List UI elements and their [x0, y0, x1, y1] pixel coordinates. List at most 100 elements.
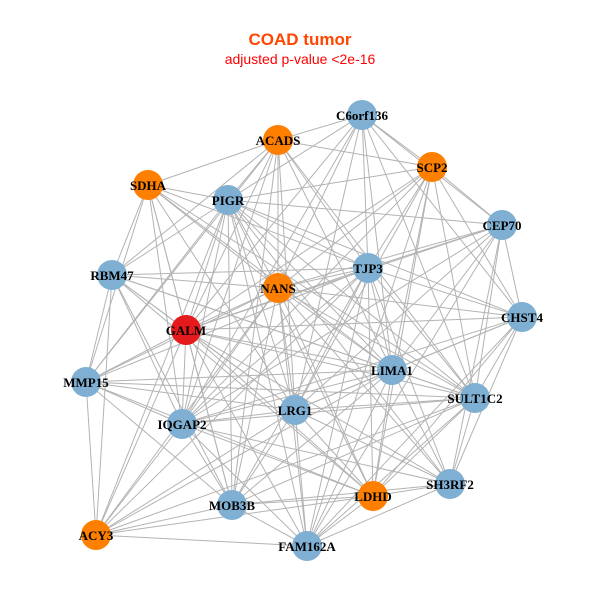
node-circle — [460, 383, 490, 413]
edge-galm-acy3 — [95, 329, 187, 536]
edge-chst4-sult1c2 — [474, 316, 523, 399]
edge-tjp3-lrg1 — [294, 267, 369, 411]
edge-pigr-rbm47 — [111, 199, 229, 276]
edge-galm-iqgap2 — [181, 329, 187, 425]
edge-sdha-iqgap2 — [147, 184, 183, 425]
node-acy3: ACY3 — [79, 520, 114, 550]
node-acads: ACADS — [256, 125, 301, 155]
node-label: SULT1C2 — [447, 391, 502, 406]
edge-iqgap2-sh3rf2 — [181, 423, 451, 485]
edge-scp2-cep70 — [431, 166, 503, 226]
edge-lima1-iqgap2 — [181, 369, 393, 425]
edge-ldhd-mob3b — [231, 495, 374, 506]
node-circle — [71, 367, 101, 397]
node-chst4: CHST4 — [501, 302, 543, 332]
chart-title: COAD tumor — [248, 30, 352, 49]
node-circle — [263, 273, 293, 303]
edge-rbm47-ldhd — [111, 274, 374, 497]
edge-lrg1-mob3b — [231, 409, 296, 506]
edge-acads-scp2 — [277, 139, 433, 168]
edge-sh3rf2-mob3b — [231, 483, 451, 506]
edge-rbm47-nans — [111, 274, 279, 289]
edge-cep70-lrg1 — [294, 224, 503, 411]
node-circle — [292, 531, 322, 561]
node-circle — [167, 409, 197, 439]
node-sdha: SDHA — [130, 170, 167, 200]
edge-chst4-iqgap2 — [181, 316, 523, 425]
edge-lima1-ldhd — [372, 369, 393, 497]
edge-cep70-nans — [277, 224, 503, 289]
edge-galm-lrg1 — [185, 329, 296, 411]
edge-iqgap2-ldhd — [181, 423, 374, 497]
edge-rbm47-mob3b — [111, 274, 233, 506]
edge-sult1c2-mob3b — [231, 397, 476, 506]
edge-tjp3-sult1c2 — [367, 267, 476, 399]
edge-galm-sult1c2 — [185, 329, 476, 399]
edge-nans-mob3b — [231, 287, 279, 506]
edge-pigr-cep70 — [227, 199, 503, 226]
node-label: LIMA1 — [371, 363, 413, 378]
node-ldhd: LDHD — [354, 481, 392, 511]
edge-tjp3-iqgap2 — [181, 267, 369, 425]
edge-scp2-nans — [277, 166, 433, 289]
edge-cep70-sult1c2 — [474, 224, 503, 399]
node-circle — [280, 395, 310, 425]
edge-iqgap2-acy3 — [95, 423, 183, 536]
edge-tjp3-nans — [277, 267, 369, 289]
edge-scp2-tjp3 — [367, 166, 433, 269]
edge-cep70-chst4 — [501, 224, 523, 318]
node-circle — [487, 210, 517, 240]
node-cep70: CEP70 — [483, 210, 522, 240]
edge-acads-tjp3 — [277, 139, 369, 269]
node-c6orf136: C6orf136 — [336, 100, 388, 130]
edge-c6orf136-chst4 — [361, 114, 523, 318]
node-label: TJP3 — [353, 261, 383, 276]
node-circle — [347, 100, 377, 130]
edge-c6orf136-iqgap2 — [181, 114, 363, 425]
edge-acads-galm — [185, 139, 279, 331]
edge-iqgap2-mob3b — [181, 423, 233, 506]
edge-pigr-sult1c2 — [227, 199, 476, 399]
edge-pigr-sh3rf2 — [227, 199, 451, 485]
edge-chst4-fam162a — [306, 316, 523, 547]
edge-lima1-mmp15 — [85, 369, 393, 383]
node-label: FAM162A — [278, 539, 336, 554]
edge-mmp15-sult1c2 — [85, 381, 476, 399]
node-circle — [435, 469, 465, 499]
edge-sult1c2-ldhd — [372, 397, 476, 497]
node-label: RBM47 — [90, 268, 134, 283]
edge-tjp3-chst4 — [367, 267, 523, 318]
edge-lrg1-sh3rf2 — [294, 409, 451, 485]
node-label: ACY3 — [79, 528, 114, 543]
edge-nans-lima1 — [277, 287, 393, 371]
edge-lima1-lrg1 — [294, 369, 393, 411]
edge-tjp3-mmp15 — [85, 267, 369, 383]
node-label: SH3RF2 — [426, 477, 474, 492]
node-label: MMP15 — [63, 375, 109, 390]
edge-pigr-nans — [227, 199, 279, 289]
node-pigr: PIGR — [212, 185, 245, 215]
edge-sh3rf2-fam162a — [306, 483, 451, 547]
node-label: ACADS — [256, 133, 301, 148]
node-label: CHST4 — [501, 310, 543, 325]
edge-tjp3-lima1 — [367, 267, 393, 371]
edge-pigr-galm — [185, 199, 229, 331]
node-galm: GALM — [166, 315, 206, 345]
edge-scp2-chst4 — [431, 166, 523, 318]
edge-pigr-fam162a — [227, 199, 308, 547]
node-circle — [97, 260, 127, 290]
node-label: NANS — [260, 281, 295, 296]
edge-acads-rbm47 — [111, 139, 279, 276]
node-scp2: SCP2 — [416, 152, 448, 182]
edge-cep70-fam162a — [306, 224, 503, 547]
edge-mmp15-mob3b — [85, 381, 233, 506]
edge-lrg1-ldhd — [294, 409, 374, 497]
edge-mmp15-ldhd — [85, 381, 374, 497]
node-nans: NANS — [260, 273, 296, 303]
edge-sdha-tjp3 — [147, 184, 369, 269]
node-circle — [377, 355, 407, 385]
edge-cep70-lima1 — [391, 224, 503, 371]
node-circle — [81, 520, 111, 550]
chart-subtitle: adjusted p-value <2e-16 — [224, 51, 376, 67]
